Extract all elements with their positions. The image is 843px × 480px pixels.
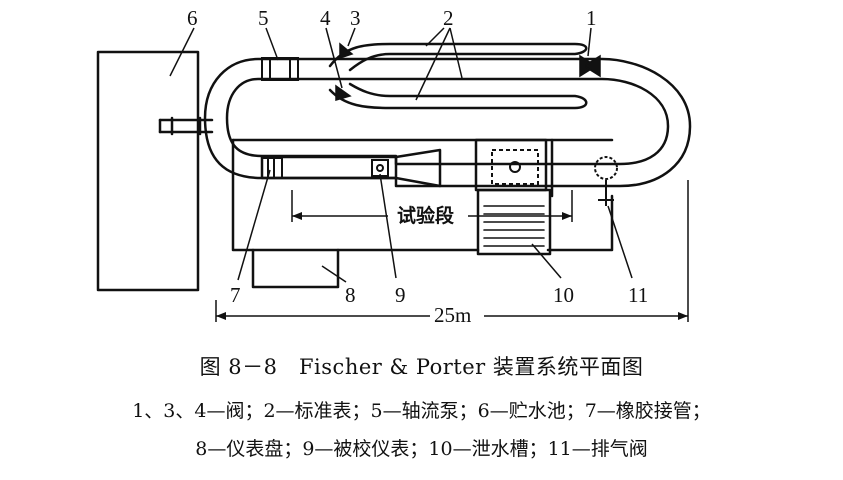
platform-outline <box>231 138 614 252</box>
standard-meter-branches <box>328 42 588 110</box>
label-8: 8 <box>345 283 356 307</box>
system-plan-diagram: 6 5 4 3 2 1 7 8 9 10 11 试验段 25m <box>96 6 692 327</box>
figure-legend-line-1: 1、3、4—阀；2—标准表；5—轴流泵；6—贮水池；7—橡胶接管； <box>132 400 711 422</box>
rubber-joint <box>261 157 283 179</box>
vent-valve <box>594 156 618 180</box>
reservoir-connection <box>158 116 214 136</box>
valve-3 <box>339 42 354 60</box>
label-4: 4 <box>320 6 331 30</box>
valve-4 <box>335 84 352 101</box>
label-11: 11 <box>628 283 648 307</box>
label-7: 7 <box>230 283 241 307</box>
label-1: 1 <box>586 6 597 30</box>
main-pipe-inner <box>225 77 670 166</box>
valve-1b <box>582 54 601 78</box>
label-2: 2 <box>443 6 454 30</box>
label-6: 6 <box>187 6 198 30</box>
figure-legend-line-2: 8—仪表盘；9—被校仪表；10—泄水槽；11—排气阀 <box>195 438 648 460</box>
main-pipe-outer <box>203 57 692 188</box>
bypass-block <box>474 138 548 192</box>
label-9: 9 <box>395 283 406 307</box>
label-10: 10 <box>553 283 574 307</box>
axial-pump <box>261 57 299 81</box>
drain-tank <box>476 188 552 256</box>
drain-inlet <box>491 149 539 185</box>
water-reservoir <box>96 50 200 292</box>
test-section-label: 试验段 <box>397 204 455 227</box>
figure-caption-title: 图 8－8 Fischer & Porter 装置系统平面图 <box>199 355 644 379</box>
meter-under-test <box>371 159 389 177</box>
label-5: 5 <box>258 6 269 30</box>
instrument-panel <box>251 248 340 289</box>
length-label: 25m <box>434 303 471 327</box>
label-3: 3 <box>350 6 361 30</box>
